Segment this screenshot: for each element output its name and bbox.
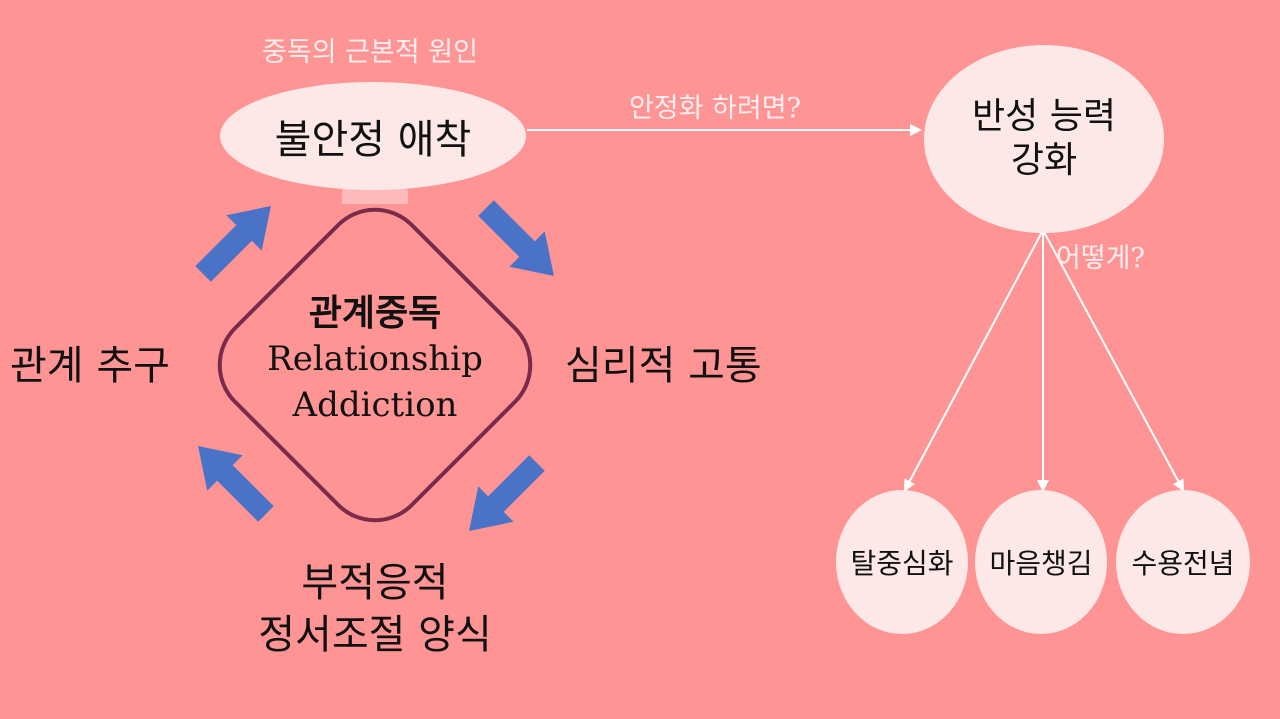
goal-line2: 강화 bbox=[1010, 140, 1078, 181]
method-mindfulness-label: 마음챙김 bbox=[989, 547, 1093, 580]
goal-line1: 반성 능력 bbox=[972, 96, 1116, 137]
method-mindfulness: 마음챙김 bbox=[975, 490, 1107, 634]
cycle-bottom-line2: 정서조절 양식 bbox=[258, 612, 492, 658]
cycle-arrow-top-right bbox=[478, 200, 554, 276]
cycle-arrow-bottom-right bbox=[469, 455, 545, 531]
cycle-left-label: 관계 추구 bbox=[10, 343, 170, 389]
goal-bubble: 반성 능력 강화 bbox=[924, 45, 1164, 233]
center-ko: 관계중독 bbox=[308, 292, 442, 334]
center-title: 관계중독 Relationship Addiction bbox=[245, 290, 505, 428]
branch-arrow-acceptance bbox=[1042, 229, 1184, 492]
cycle-right-label: 심리적 고통 bbox=[565, 343, 762, 389]
root-cause-bubble: 불안정 애착 bbox=[220, 82, 526, 190]
cycle-arrow-bottom-left bbox=[198, 446, 274, 522]
stabilize-question: 안정화 하려면? bbox=[628, 93, 802, 124]
method-decentering-label: 탈중심화 bbox=[850, 547, 954, 580]
diamond-top-highlight bbox=[342, 180, 408, 204]
root-cause-text: 불안정 애착 bbox=[274, 117, 472, 163]
method-acceptance: 수용전념 bbox=[1116, 490, 1250, 634]
cycle-arrow-top-left bbox=[195, 206, 271, 282]
how-question: 어떻게? bbox=[1056, 243, 1145, 274]
method-decentering: 탈중심화 bbox=[836, 490, 968, 634]
center-en-line1: Relationship bbox=[267, 339, 483, 379]
cycle-bottom-line1: 부적응적 bbox=[301, 560, 449, 606]
method-acceptance-label: 수용전념 bbox=[1131, 547, 1235, 580]
cycle-diamond bbox=[217, 207, 533, 523]
cycle-bottom-label: 부적응적 정서조절 양식 bbox=[225, 557, 525, 661]
cause-label: 중독의 근본적 원인 bbox=[262, 37, 478, 68]
center-en-line2: Addiction bbox=[292, 385, 458, 425]
branch-arrow-decentering bbox=[904, 229, 1044, 492]
